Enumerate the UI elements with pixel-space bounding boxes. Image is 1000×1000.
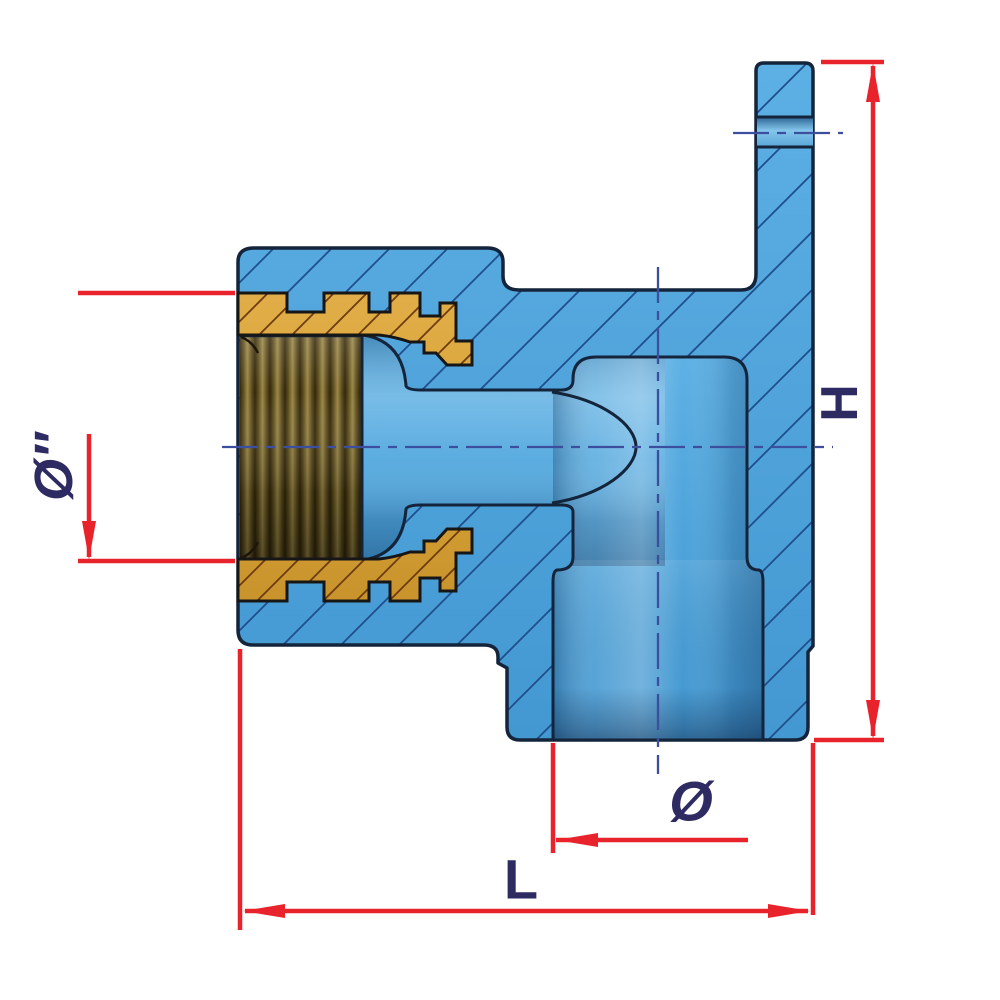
arrowhead-right-icon [768,904,810,918]
label-outlet-diameter: Ø [669,770,715,833]
arrowhead-left-icon [556,833,598,847]
dim-height [814,59,884,743]
arrowhead-up-icon [866,63,880,102]
dim-outlet-diameter [550,743,748,853]
socket-rim-shading [548,560,763,740]
thread-entry-chamfer [240,335,260,560]
arrowhead-left-icon [243,904,285,918]
label-thread-size: Ø″ [24,431,84,501]
arrowhead-down-icon [866,700,880,739]
label-length: L [504,848,538,911]
label-height: H [811,384,869,422]
dim-thread-size [78,290,235,564]
dimension-labels: Ø″ H Ø L [24,384,869,910]
dim-length [237,649,816,930]
arrowhead-down-icon [82,521,96,560]
centerlines [222,131,843,774]
dimensions [78,59,884,930]
